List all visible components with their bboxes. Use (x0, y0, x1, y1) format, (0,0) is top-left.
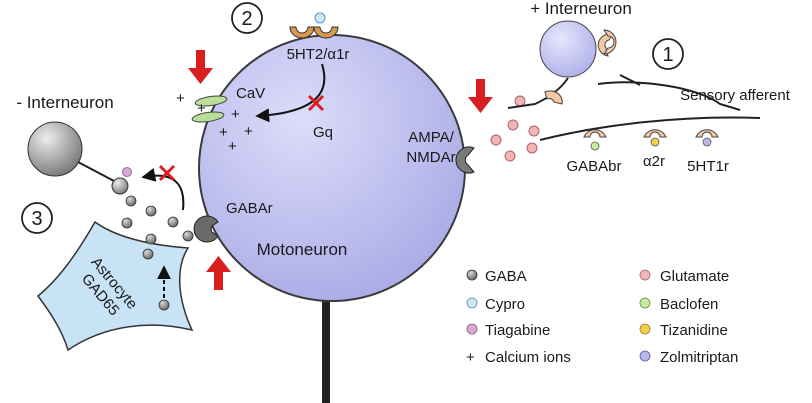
cypro-swatch (466, 297, 478, 309)
legend-item-cypro: Cypro (466, 296, 525, 313)
legend: GABA Cypro Tiagabine + Calcium ions Glut… (466, 268, 738, 366)
afferent-receptors (544, 90, 719, 151)
down-arrow-cav (188, 50, 213, 84)
minus-interneuron-body (27, 121, 83, 177)
baclofen-swatch (639, 297, 651, 309)
5ht2-receptors (289, 12, 339, 39)
calcium-ions: + + + + + + (176, 90, 253, 155)
glutamate-molecules (490, 95, 540, 162)
gabar-receptor (193, 215, 219, 243)
svg-text:Baclofen: Baclofen (660, 296, 718, 313)
gaba-molecules (121, 195, 194, 311)
tiagabine-swatch (466, 323, 478, 335)
zolmitriptan-swatch (639, 350, 651, 362)
nmda-label: NMDAr (406, 149, 455, 166)
svg-text:Glutamate: Glutamate (660, 268, 729, 285)
ampa-label: AMPA/ (408, 129, 454, 146)
marker-2: 2 (231, 2, 263, 34)
gaba-swatch (466, 269, 478, 281)
legend-item-tizanidine: Tizanidine (639, 322, 728, 339)
legend-item-baclofen: Baclofen (639, 296, 718, 313)
svg-text:Tizanidine: Tizanidine (660, 322, 728, 339)
legend-item-calcium: + Calcium ions (466, 349, 571, 366)
svg-text:2: 2 (241, 8, 252, 30)
svg-text:+: + (176, 90, 185, 107)
plus-interneuron-body (539, 20, 597, 78)
motoneuron-label: Motoneuron (257, 240, 348, 259)
motoneuron-axon (322, 290, 330, 403)
svg-text:+: + (219, 124, 228, 141)
tiagabine-molecule (122, 167, 132, 177)
sensory-branch (619, 74, 641, 86)
gabar-label: GABAr (226, 200, 273, 217)
gq-signal-arrow (255, 63, 326, 123)
reuptake-block-x-icon (158, 164, 176, 182)
gababr-label: GABAbr (566, 158, 621, 175)
svg-text:+: + (231, 106, 240, 123)
ampa-nmda-receptor (455, 146, 475, 174)
marker-3: 3 (21, 202, 53, 234)
marker-1: 1 (652, 38, 684, 70)
gq-block-x-icon (307, 94, 325, 112)
svg-text:Calcium ions: Calcium ions (485, 349, 571, 366)
minus-interneuron-axon (77, 161, 115, 182)
svg-text:Zolmitriptan: Zolmitriptan (660, 349, 738, 366)
svg-text:GABA: GABA (485, 268, 527, 285)
svg-text:1: 1 (662, 44, 673, 66)
svg-text:+: + (228, 138, 237, 155)
cypro-molecule (314, 12, 326, 24)
svg-text:Tiagabine: Tiagabine (485, 322, 550, 339)
sensory-afferent-fiber (597, 81, 741, 111)
legend-item-zolmitriptan: Zolmitriptan (639, 349, 738, 366)
sensory-afferent-label: Sensory afferent (680, 87, 791, 104)
down-arrow-ampa (468, 79, 493, 113)
svg-text:3: 3 (31, 208, 42, 230)
minus-interneuron-terminal (111, 177, 129, 195)
cav-channel (191, 95, 228, 123)
gaba-reuptake-arrow (141, 168, 185, 211)
calcium-swatch: + (466, 349, 475, 366)
legend-item-tiagabine: Tiagabine (466, 322, 550, 339)
svg-text:Cypro: Cypro (485, 296, 525, 313)
motoneuron-body (198, 34, 466, 302)
legend-item-gaba: GABA (466, 268, 527, 285)
sensory-afferent-terminal (539, 116, 761, 141)
glutamate-swatch (639, 269, 651, 281)
a2r-label: α2r (643, 153, 665, 170)
5ht1r-label: 5HT1r (687, 158, 729, 175)
interneuron-receptor-cap (603, 29, 617, 55)
up-arrow-gabar (206, 256, 231, 290)
interneuron-receptor (597, 33, 614, 57)
tizanidine-swatch (639, 323, 651, 335)
svg-text:+: + (244, 123, 253, 140)
gq-label: Gq (313, 124, 333, 141)
legend-item-glutamate: Glutamate (639, 268, 729, 285)
plus-interneuron-label: + Interneuron (530, 0, 632, 18)
minus-interneuron-label: - Interneuron (16, 93, 113, 112)
svg-text:+: + (197, 100, 206, 117)
astrocyte-body (36, 220, 194, 352)
cav-label: CaV (236, 85, 265, 102)
5ht2-label: 5HT2/α1r (287, 46, 350, 63)
